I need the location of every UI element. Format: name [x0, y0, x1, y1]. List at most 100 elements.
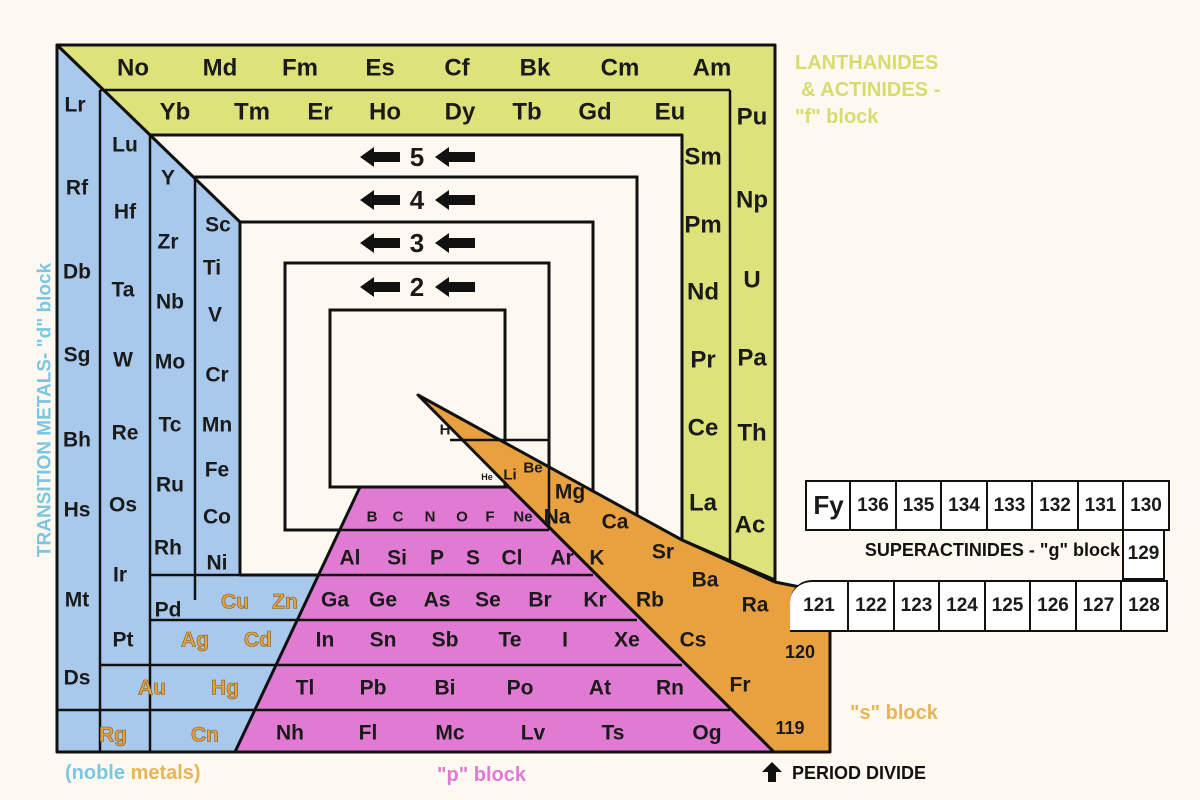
element-co: Co [203, 506, 231, 529]
element-b: B [367, 509, 378, 526]
element-tl: Tl [296, 677, 315, 700]
element-tb: Tb [512, 99, 541, 126]
period-number: 5 [410, 142, 424, 172]
element-sr: Sr [652, 541, 674, 564]
element-n: N [425, 509, 436, 526]
element-po: Po [507, 677, 534, 700]
element-pa: Pa [737, 345, 767, 372]
element-sn: Sn [370, 629, 397, 652]
element-ba: Ba [692, 569, 719, 592]
ring-2 [328, 308, 507, 489]
element-fe: Fe [205, 459, 230, 482]
element-ne: Ne [513, 509, 532, 526]
element-gd: Gd [578, 99, 611, 126]
element-bi: Bi [435, 677, 456, 700]
element-f: F [485, 509, 494, 526]
element-yb: Yb [160, 99, 191, 126]
element-dy: Dy [445, 99, 476, 126]
element-c: C [393, 509, 404, 526]
element-ts: Ts [602, 722, 625, 745]
left-arrow-icon [360, 233, 400, 253]
period-number: 2 [410, 272, 424, 302]
g-cell: 130 [1122, 480, 1170, 531]
element-sg: Sg [64, 344, 91, 367]
left-arrow-icon [435, 147, 475, 167]
g-cell: 121 [790, 580, 850, 632]
element-cu: Cu [221, 591, 249, 614]
element-pu: Pu [737, 104, 768, 131]
element-nb: Nb [156, 291, 184, 314]
period-number: 3 [410, 228, 424, 258]
element-rf: Rf [66, 177, 89, 200]
element-fr: Fr [730, 674, 751, 697]
element-mn: Mn [202, 414, 232, 437]
element-119: 119 [775, 718, 804, 738]
element-ta: Ta [112, 279, 135, 302]
element-ru: Ru [156, 474, 184, 497]
element-re: Re [112, 422, 139, 445]
element-al: Al [340, 547, 361, 570]
element-o: O [456, 509, 468, 526]
element-rg: Rg [99, 724, 127, 747]
left-arrow-icon [435, 277, 475, 297]
element-br: Br [528, 589, 551, 612]
element-tc: Tc [159, 414, 182, 437]
element-lr: Lr [65, 94, 86, 117]
element-h: H [440, 422, 451, 439]
element-p: P [430, 547, 444, 570]
element-db: Db [63, 261, 91, 284]
element-rh: Rh [154, 537, 182, 560]
element-fm: Fm [282, 55, 318, 82]
element-rb: Rb [636, 589, 664, 612]
element-am: Am [693, 55, 732, 82]
element-er: Er [307, 99, 332, 126]
element-kr: Kr [583, 589, 606, 612]
element-os: Os [109, 494, 137, 517]
element-cr: Cr [205, 364, 228, 387]
element-na: Na [544, 506, 571, 529]
element-es: Es [365, 55, 394, 82]
element-ho: Ho [369, 99, 401, 126]
element-s: S [466, 547, 480, 570]
element-og: Og [692, 722, 721, 745]
element-ca: Ca [602, 511, 629, 534]
element-in: In [316, 629, 335, 652]
element-mo: Mo [155, 351, 185, 374]
up-arrow-icon [762, 762, 782, 782]
element-ge: Ge [369, 589, 397, 612]
element-ce: Ce [688, 415, 719, 442]
element-mg: Mg [555, 481, 585, 504]
element-mt: Mt [65, 589, 90, 612]
g-cell: 136 [849, 480, 897, 531]
element-at: At [589, 677, 611, 700]
element-lu: Lu [112, 134, 138, 157]
element-zn: Zn [272, 591, 298, 614]
d-block-label: TRANSITION METALS- "d" block [35, 262, 56, 557]
element-cs: Cs [680, 629, 707, 652]
left-arrow-icon [360, 147, 400, 167]
element-sc: Sc [205, 214, 231, 237]
f-label-line2: & ACTINIDES - [801, 79, 941, 101]
element-ti: Ti [203, 257, 221, 280]
g-block-label: SUPERACTINIDES - "g" block [864, 540, 1120, 560]
element-xe: Xe [614, 629, 640, 652]
element-mc: Mc [435, 722, 464, 745]
element-sb: Sb [432, 629, 459, 652]
element-li: Li [503, 467, 516, 484]
element-se: Se [475, 589, 501, 612]
element-md: Md [203, 55, 238, 82]
p-block-label: "p" block [437, 764, 526, 786]
element-ga: Ga [321, 589, 349, 612]
element-as: As [424, 589, 451, 612]
element-si: Si [387, 547, 407, 570]
g-cell: 133 [985, 480, 1034, 531]
g-cell: 131 [1076, 480, 1125, 531]
element-cl: Cl [502, 547, 523, 570]
element-sm: Sm [684, 144, 721, 171]
g-cell: 128 [1120, 580, 1168, 632]
element-w: W [113, 349, 133, 372]
cell-dividers [57, 88, 732, 752]
element-pb: Pb [360, 677, 387, 700]
g-cell: 122 [847, 580, 895, 632]
